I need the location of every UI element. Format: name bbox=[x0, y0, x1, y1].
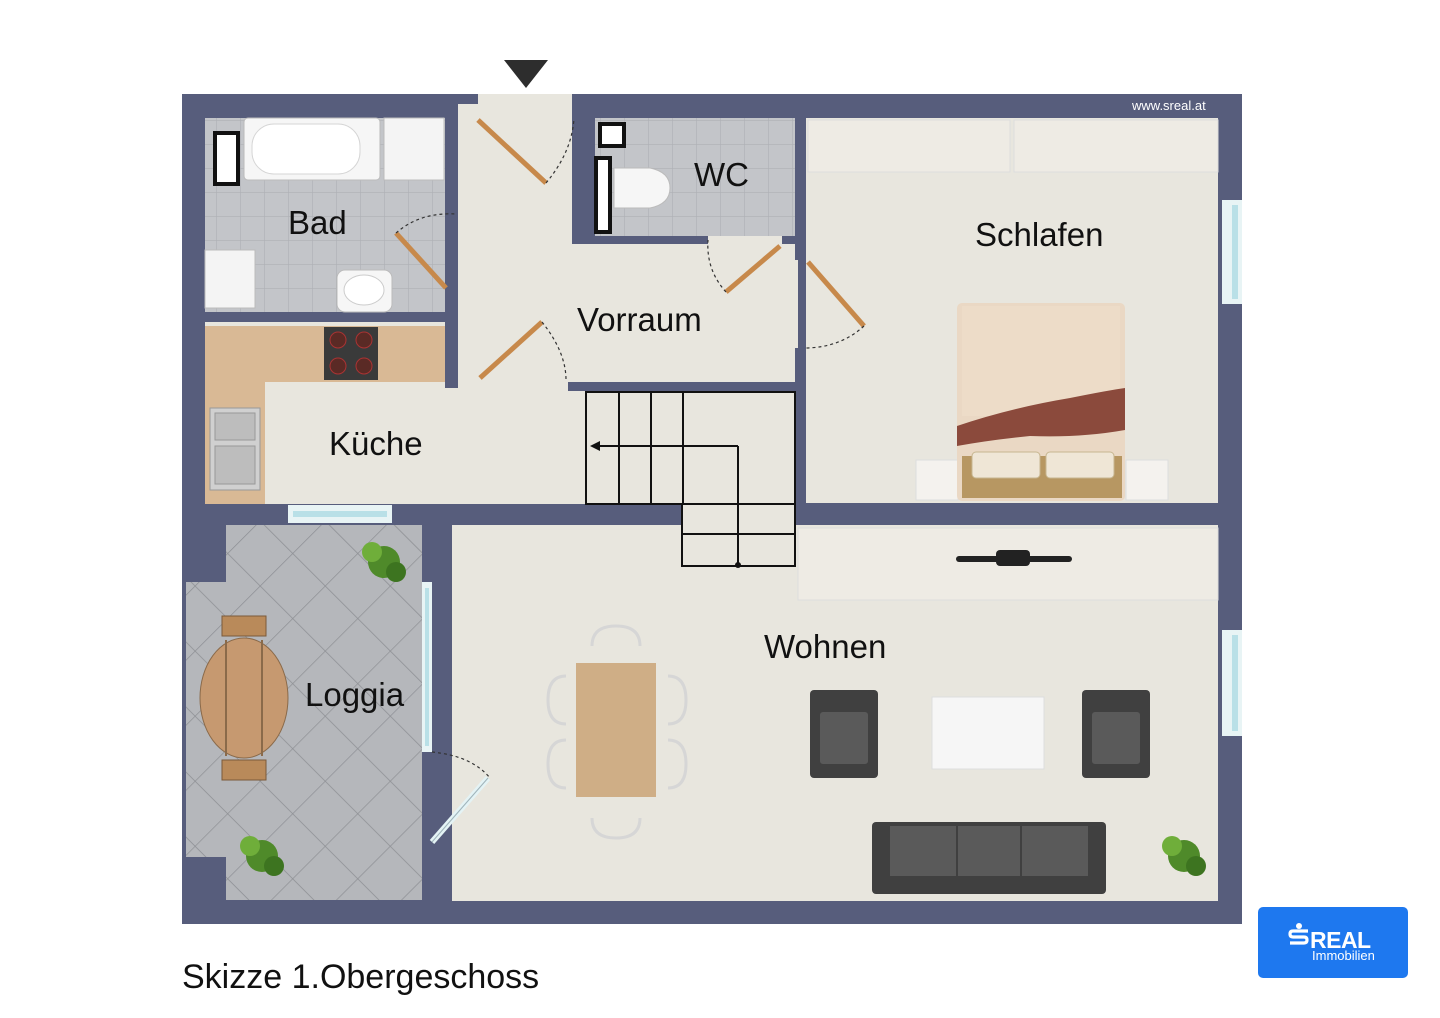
plant-icon bbox=[362, 542, 406, 582]
room-label-wc: WC bbox=[694, 156, 749, 193]
entrance-arrow-icon bbox=[504, 60, 548, 88]
staircase bbox=[585, 391, 796, 568]
wc-fixtures bbox=[594, 122, 671, 234]
kitchen-fixtures bbox=[205, 326, 445, 504]
room-label-schlafen: Schlafen bbox=[975, 216, 1103, 253]
bedroom-furniture bbox=[807, 119, 1219, 501]
plant-icon bbox=[240, 836, 284, 876]
room-label-vorraum: Vorraum bbox=[577, 301, 702, 338]
logo-brand: REAL bbox=[1310, 927, 1371, 953]
plan-caption: Skizze 1.Obergeschoss bbox=[182, 958, 540, 996]
loggia-furniture bbox=[199, 615, 289, 781]
room-label-loggia: Loggia bbox=[305, 676, 405, 713]
sreal-logo[interactable]: REAL Immobilien bbox=[1258, 907, 1408, 978]
logo-sub: Immobilien bbox=[1312, 948, 1375, 963]
room-label-wohnen: Wohnen bbox=[764, 628, 886, 665]
sparkasse-s-icon bbox=[1288, 923, 1309, 945]
room-label-kueche: Küche bbox=[329, 425, 423, 462]
doors bbox=[394, 117, 866, 844]
room-label-bad: Bad bbox=[288, 204, 347, 241]
windows bbox=[288, 200, 1242, 752]
plant-icon bbox=[1162, 836, 1206, 876]
watermark-url: www.sreal.at bbox=[1131, 98, 1206, 113]
bathroom-fixtures bbox=[204, 117, 445, 313]
living-furniture bbox=[546, 527, 1219, 894]
interior-walls bbox=[182, 94, 1222, 902]
